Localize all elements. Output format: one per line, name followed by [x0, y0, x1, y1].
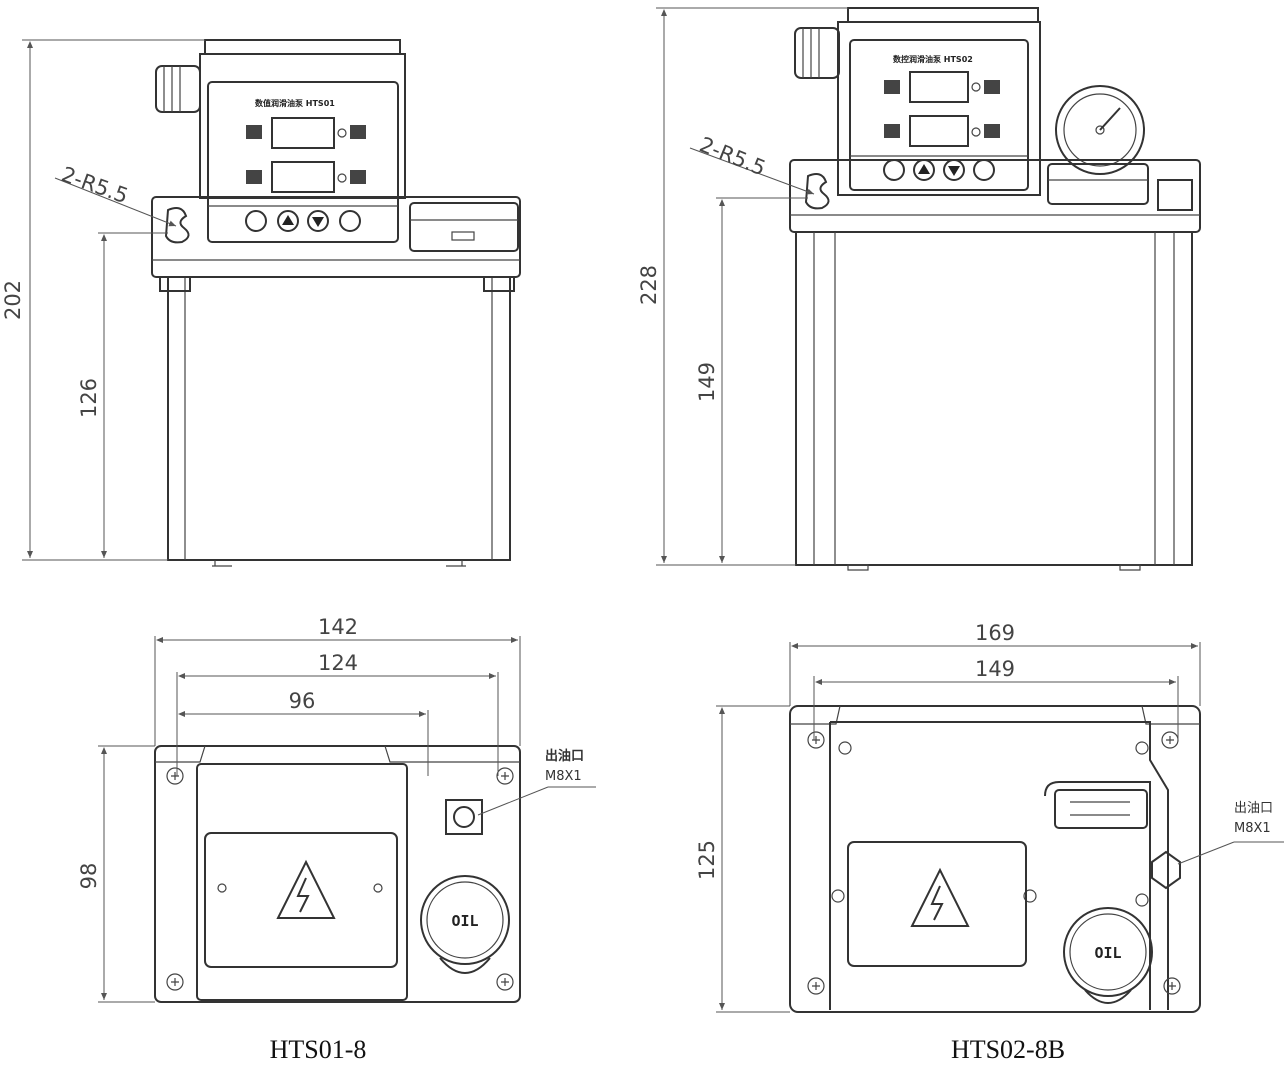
left-width-inner: 96: [289, 689, 316, 713]
left-top-view: OIL 出油口 M8X1 142 124 96 98 HTS01-8: [77, 615, 596, 1064]
right-outlet-label: 出油口: [1234, 801, 1273, 816]
left-model-name: HTS01-8: [270, 1035, 367, 1064]
down-arrow-icon: [948, 166, 960, 176]
reset-button[interactable]: [973, 159, 995, 181]
left-outlet-label: 出油口: [545, 748, 584, 764]
right-mount-height: 149: [695, 362, 719, 402]
label-icon: [246, 125, 262, 139]
label-icon: [246, 170, 262, 184]
up-arrow-icon: [918, 164, 930, 174]
left-panel-label: 数值润滑油泵 HTS01: [255, 98, 335, 108]
right-mount-hole: 2-R5.5: [696, 132, 769, 180]
gauge-base: [1054, 789, 1148, 829]
right-outlet-spec: M8X1: [1234, 821, 1271, 836]
left-width-mid: 124: [318, 651, 358, 675]
down-button[interactable]: [307, 210, 329, 232]
down-arrow-icon: [312, 217, 324, 227]
label-icon: [984, 80, 1000, 94]
oil-outlet: [1151, 850, 1181, 890]
warning-icon: [276, 859, 336, 919]
left-width-outer: 142: [318, 615, 358, 639]
label-icon: [884, 80, 900, 94]
label-icon: [350, 125, 366, 139]
label-icon: [984, 124, 1000, 138]
right-front-view: 数控润滑油泵 HTS02: [637, 7, 1201, 571]
label-icon: [884, 124, 900, 138]
left-depth: 98: [77, 863, 101, 890]
set-button[interactable]: [883, 159, 905, 181]
screw-icon: [807, 731, 1181, 995]
right-width-outer: 169: [975, 621, 1015, 645]
left-mount-height: 126: [77, 378, 101, 418]
pressure-gauge-icon: [1055, 85, 1145, 175]
up-arrow-icon: [282, 215, 294, 225]
left-front-view: 数值润滑油泵 HTS01: [1, 39, 521, 567]
left-outlet-spec: M8X1: [545, 769, 582, 784]
right-panel-label: 数控润滑油泵 HTS02: [893, 54, 973, 64]
reset-button[interactable]: [339, 210, 361, 232]
set-button[interactable]: [245, 210, 267, 232]
right-width-mid: 149: [975, 657, 1015, 681]
warning-icon: [910, 867, 970, 927]
left-total-height: 202: [1, 280, 25, 320]
right-depth: 125: [695, 840, 719, 880]
oil-cap-icon: [420, 875, 510, 965]
left-oil-label: OIL: [451, 912, 478, 930]
up-button[interactable]: [277, 210, 299, 232]
screw-icon: [166, 767, 514, 991]
left-mount-hole: 2-R5.5: [58, 162, 131, 208]
oil-outlet: [445, 799, 483, 835]
right-oil-label: OIL: [1094, 944, 1121, 962]
label-icon: [350, 170, 366, 184]
right-total-height: 228: [637, 265, 661, 305]
right-model-name: HTS02-8B: [951, 1035, 1065, 1064]
oil-cap-icon: [1063, 907, 1153, 997]
right-top-view: OIL 出油口 M8X1 169 149 125 HTS02-8B: [695, 621, 1284, 1064]
